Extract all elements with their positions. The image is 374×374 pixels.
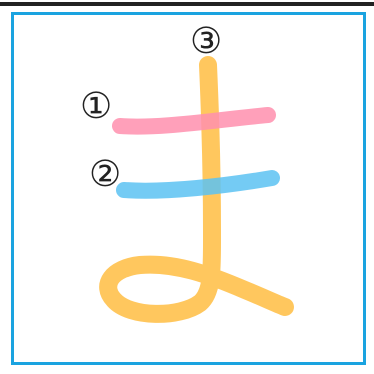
- stroke-2: [124, 178, 272, 191]
- stroke-1-order-label: ①: [80, 86, 112, 127]
- stroke-2-order-label: ②: [89, 154, 121, 195]
- stroke-3-order-label: ③: [190, 21, 222, 62]
- stroke-1: [120, 115, 268, 127]
